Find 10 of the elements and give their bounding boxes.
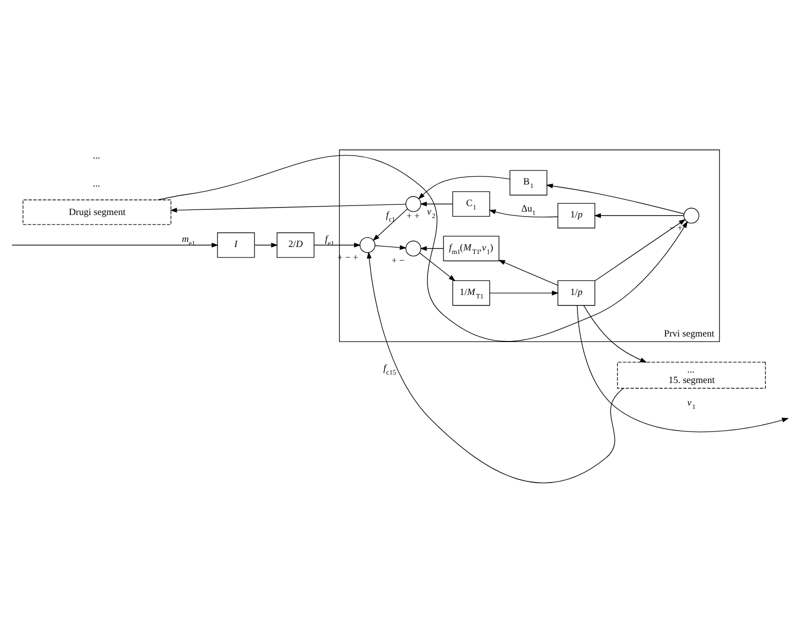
edge-label: v$_{2}$ — [427, 206, 436, 220]
edge-label: f$_{c15}$ — [383, 362, 396, 376]
label: ... — [92, 150, 100, 162]
node-label: + + — [406, 210, 420, 222]
edge-label: v$_{1}$ — [687, 396, 696, 410]
node-label: − + — [669, 222, 683, 234]
edge-label: Δu$_{1}$ — [521, 203, 536, 217]
edge-label: f$_{c1}$ — [386, 209, 396, 223]
node-label: + − — [391, 255, 405, 266]
label: ... — [92, 178, 100, 190]
